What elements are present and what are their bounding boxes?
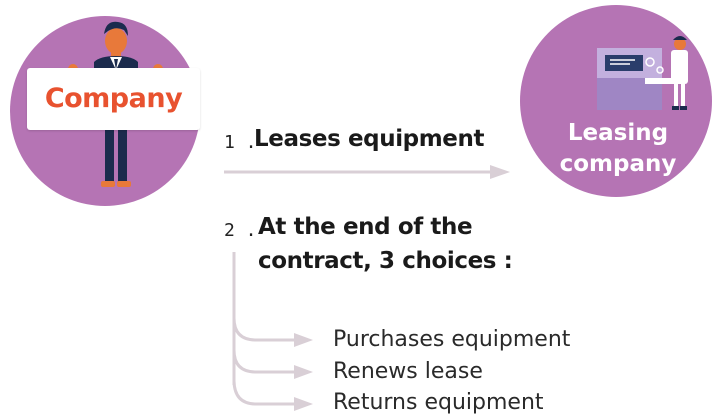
scientist-icon xyxy=(671,36,688,110)
leasing-label-line2: company xyxy=(559,151,677,177)
leasing-label-line1: Leasing xyxy=(567,120,669,146)
choice-branch-arrows xyxy=(232,252,296,406)
choice-purchase: Purchases equipment xyxy=(333,327,571,352)
step2-text-line2: contract, 3 choices : xyxy=(258,248,513,274)
company-sign xyxy=(27,68,200,130)
step1-number: 1 . xyxy=(224,132,257,153)
step1-arrow xyxy=(224,165,510,179)
choice-return: Returns equipment xyxy=(333,390,544,415)
leasing-company-label: Leasing company xyxy=(540,118,696,180)
step2-text: At the end of the contract, 3 choices : xyxy=(258,210,513,278)
step2-text-line1: At the end of the xyxy=(258,214,473,240)
choice-renew: Renews lease xyxy=(333,359,483,384)
step2-number: 2 . xyxy=(224,220,257,241)
equipment-machine-icon xyxy=(597,48,675,110)
company-label: Company xyxy=(44,83,183,114)
choice-arrowheads xyxy=(294,333,313,411)
step1-text: Leases equipment xyxy=(254,126,485,152)
